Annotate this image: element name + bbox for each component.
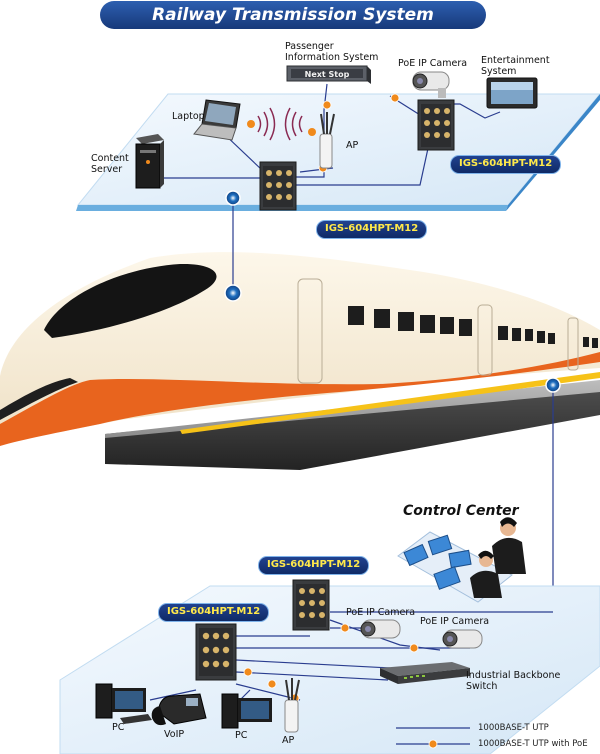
display-text: Next Stop bbox=[304, 70, 350, 79]
switch-bottom-left-icon bbox=[195, 623, 237, 681]
page-title: Railway Transmission System bbox=[100, 1, 486, 29]
backbone-switch-icon bbox=[380, 662, 470, 684]
wifi-signal-icon bbox=[257, 107, 303, 141]
voip-label: VoIP bbox=[164, 729, 185, 740]
content-server-label: Content Server bbox=[91, 153, 129, 175]
entertainment-screen-icon bbox=[486, 77, 538, 109]
switch-bottom-left-badge: IGS-604HPT-M12 bbox=[158, 603, 270, 622]
legend-poe-label: 1000BASE-T UTP with PoE bbox=[478, 739, 588, 749]
switch-bottom-top-badge: IGS-604HPT-M12 bbox=[258, 556, 370, 575]
wifi-badge-left bbox=[247, 120, 255, 128]
switch-top-left-badge: IGS-604HPT-M12 bbox=[316, 220, 428, 239]
legend-utp-label: 1000BASE-T UTP bbox=[478, 723, 549, 733]
poe-camera-top-label: PoE IP Camera bbox=[398, 58, 468, 69]
ap-top-label: AP bbox=[346, 140, 359, 151]
switch-top-right-icon bbox=[417, 99, 455, 151]
poe-camera-bottom-2-icon bbox=[442, 629, 483, 649]
switch-top-right-badge: IGS-604HPT-M12 bbox=[450, 155, 562, 174]
laptop-icon bbox=[193, 99, 241, 141]
access-point-top-icon bbox=[319, 112, 335, 169]
entertainment-label: Entertainment System bbox=[481, 55, 550, 77]
poe-camera-top-icon bbox=[412, 71, 450, 98]
switch-top-left-icon bbox=[259, 161, 297, 211]
train-connectors bbox=[232, 200, 554, 604]
pc-2-icon bbox=[221, 693, 272, 729]
voip-phone-icon bbox=[151, 693, 207, 726]
wifi-badge-right bbox=[308, 128, 316, 136]
content-server-icon bbox=[135, 134, 164, 189]
laptop-label: Laptop bbox=[172, 111, 205, 122]
poe-camera-bottom-1-icon bbox=[360, 619, 401, 639]
pc-1-label: PC bbox=[112, 722, 125, 733]
train-illustration bbox=[0, 252, 600, 470]
access-point-bottom-icon bbox=[284, 678, 300, 733]
passenger-info-label: Passenger Information System bbox=[285, 41, 379, 63]
legend-icons bbox=[396, 727, 470, 749]
pc-2-label: PC bbox=[235, 730, 248, 741]
pc-1-icon bbox=[95, 683, 152, 724]
ap-bottom-label: AP bbox=[282, 735, 295, 746]
switch-bottom-top-icon bbox=[292, 579, 330, 631]
legend-poe-dot bbox=[428, 739, 438, 749]
poe-camera-bottom-2-label: PoE IP Camera bbox=[420, 616, 490, 627]
backbone-switch-label: Industrial Backbone Switch bbox=[466, 670, 561, 692]
control-center-workstation bbox=[397, 517, 526, 603]
poe-camera-bottom-1-label: PoE IP Camera bbox=[346, 607, 416, 618]
control-center-title: Control Center bbox=[403, 503, 519, 519]
passenger-info-display bbox=[286, 65, 371, 84]
